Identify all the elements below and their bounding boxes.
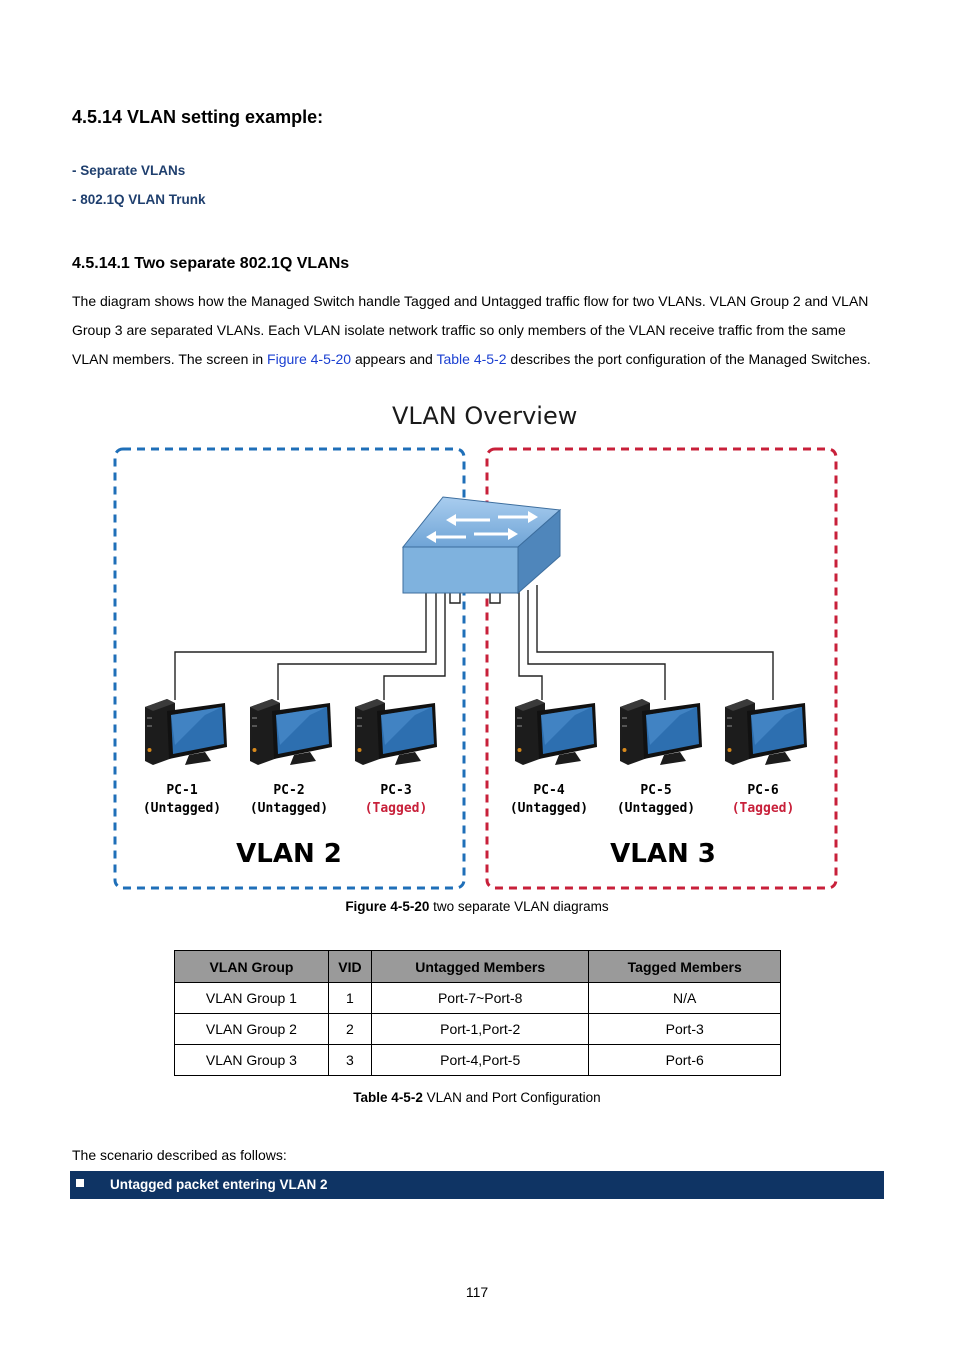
pc-1-name: PC-1	[166, 783, 197, 798]
table-row: VLAN Group 3 3 Port-4,Port-5 Port-6	[174, 1044, 781, 1076]
figure-caption-number: Figure 4-5-20	[345, 899, 430, 914]
vlan2-boundary	[113, 447, 466, 890]
cell-vlan-group: VLAN Group 2	[174, 1013, 329, 1045]
paragraph-text: describes the port configuration of the …	[506, 351, 871, 367]
cell-tagged: N/A	[588, 982, 781, 1014]
cell-untagged: Port-1,Port-2	[370, 1013, 590, 1045]
cell-untagged: Port-4,Port-5	[370, 1044, 590, 1076]
page-number: 117	[465, 1284, 489, 1300]
figure-caption-text: two separate VLAN diagrams	[429, 899, 609, 914]
cell-untagged: Port-7~Port-8	[370, 982, 590, 1014]
pc-1-icon	[145, 699, 227, 765]
link-separate-vlans[interactable]: - Separate VLANs	[72, 163, 186, 178]
cell-tagged: Port-6	[588, 1044, 781, 1076]
body-paragraph: The diagram shows how the Managed Switch…	[72, 287, 882, 374]
vlan-diagram: PC-1 (Untagged) PC-2 (Untagged) PC-3 (Ta…	[113, 447, 838, 890]
pc-5-name: PC-5	[640, 783, 671, 798]
cell-vid: 3	[327, 1044, 372, 1076]
figure-title: VLAN Overview	[392, 402, 578, 430]
managed-switch-icon	[401, 496, 562, 595]
table-row: VLAN Group 1 1 Port-7~Port-8 N/A	[174, 982, 781, 1014]
header-tagged-members: Tagged Members	[588, 950, 781, 983]
table-caption-text: VLAN and Port Configuration	[422, 1090, 601, 1105]
pc-1-mode: (Untagged)	[143, 801, 221, 816]
pc-6-mode: (Tagged)	[732, 801, 795, 816]
pc-3-icon	[355, 699, 437, 765]
link-802-1q-vlan-trunk[interactable]: - 802.1Q VLAN Trunk	[72, 192, 206, 207]
pc-5-icon	[620, 699, 702, 765]
pc-5-mode: (Untagged)	[617, 801, 695, 816]
pc-4-icon	[515, 699, 597, 765]
pc-2-icon	[250, 699, 332, 765]
scenario-text: The scenario described as follows:	[72, 1147, 287, 1163]
table-header-row: VLAN Group VID Untagged Members Tagged M…	[174, 950, 781, 983]
subsection-heading: 4.5.14.1 Two separate 802.1Q VLANs	[72, 255, 350, 272]
pc-4-name: PC-4	[533, 783, 564, 798]
pc-6-icon	[725, 699, 807, 765]
figure-reference-link[interactable]: Figure 4-5-20	[267, 351, 352, 367]
section-bar-label: Untagged packet entering VLAN 2	[110, 1177, 328, 1192]
pc-2-name: PC-2	[273, 783, 304, 798]
table-caption: Table 4-5-2 VLAN and Port Configuration	[0, 1090, 954, 1105]
cell-vid: 1	[327, 982, 372, 1014]
vlan-2-label: VLAN 2	[236, 839, 342, 869]
vlan-3-label: VLAN 3	[610, 839, 716, 869]
header-untagged-members: Untagged Members	[370, 950, 590, 983]
paragraph-text: The diagram shows how the Managed Switch…	[72, 293, 869, 367]
network-cables	[174, 585, 774, 700]
vlan3-boundary	[485, 447, 838, 890]
pc-4-mode: (Untagged)	[510, 801, 588, 816]
vlan-config-table: VLAN Group VID Untagged Members Tagged M…	[174, 950, 781, 1076]
table-caption-number: Table 4-5-2	[353, 1090, 423, 1105]
pc-6-name: PC-6	[747, 783, 778, 798]
pc-2-mode: (Untagged)	[250, 801, 328, 816]
section-bar: Untagged packet entering VLAN 2	[70, 1171, 884, 1199]
figure-caption: Figure 4-5-20 two separate VLAN diagrams	[0, 899, 954, 914]
cell-vid: 2	[327, 1013, 372, 1045]
cell-vlan-group: VLAN Group 1	[174, 982, 329, 1014]
cell-vlan-group: VLAN Group 3	[174, 1044, 329, 1076]
paragraph-text: appears and	[351, 351, 437, 367]
table-reference-link[interactable]: Table 4-5-2	[436, 351, 507, 367]
cell-tagged: Port-3	[588, 1013, 781, 1045]
pc-3-name: PC-3	[380, 783, 411, 798]
square-bullet-icon	[76, 1179, 84, 1187]
pc-3-mode: (Tagged)	[365, 801, 428, 816]
header-vid: VID	[327, 950, 372, 983]
section-heading: 4.5.14 VLAN setting example:	[72, 107, 324, 127]
table-row: VLAN Group 2 2 Port-1,Port-2 Port-3	[174, 1013, 781, 1045]
header-vlan-group: VLAN Group	[174, 950, 329, 983]
